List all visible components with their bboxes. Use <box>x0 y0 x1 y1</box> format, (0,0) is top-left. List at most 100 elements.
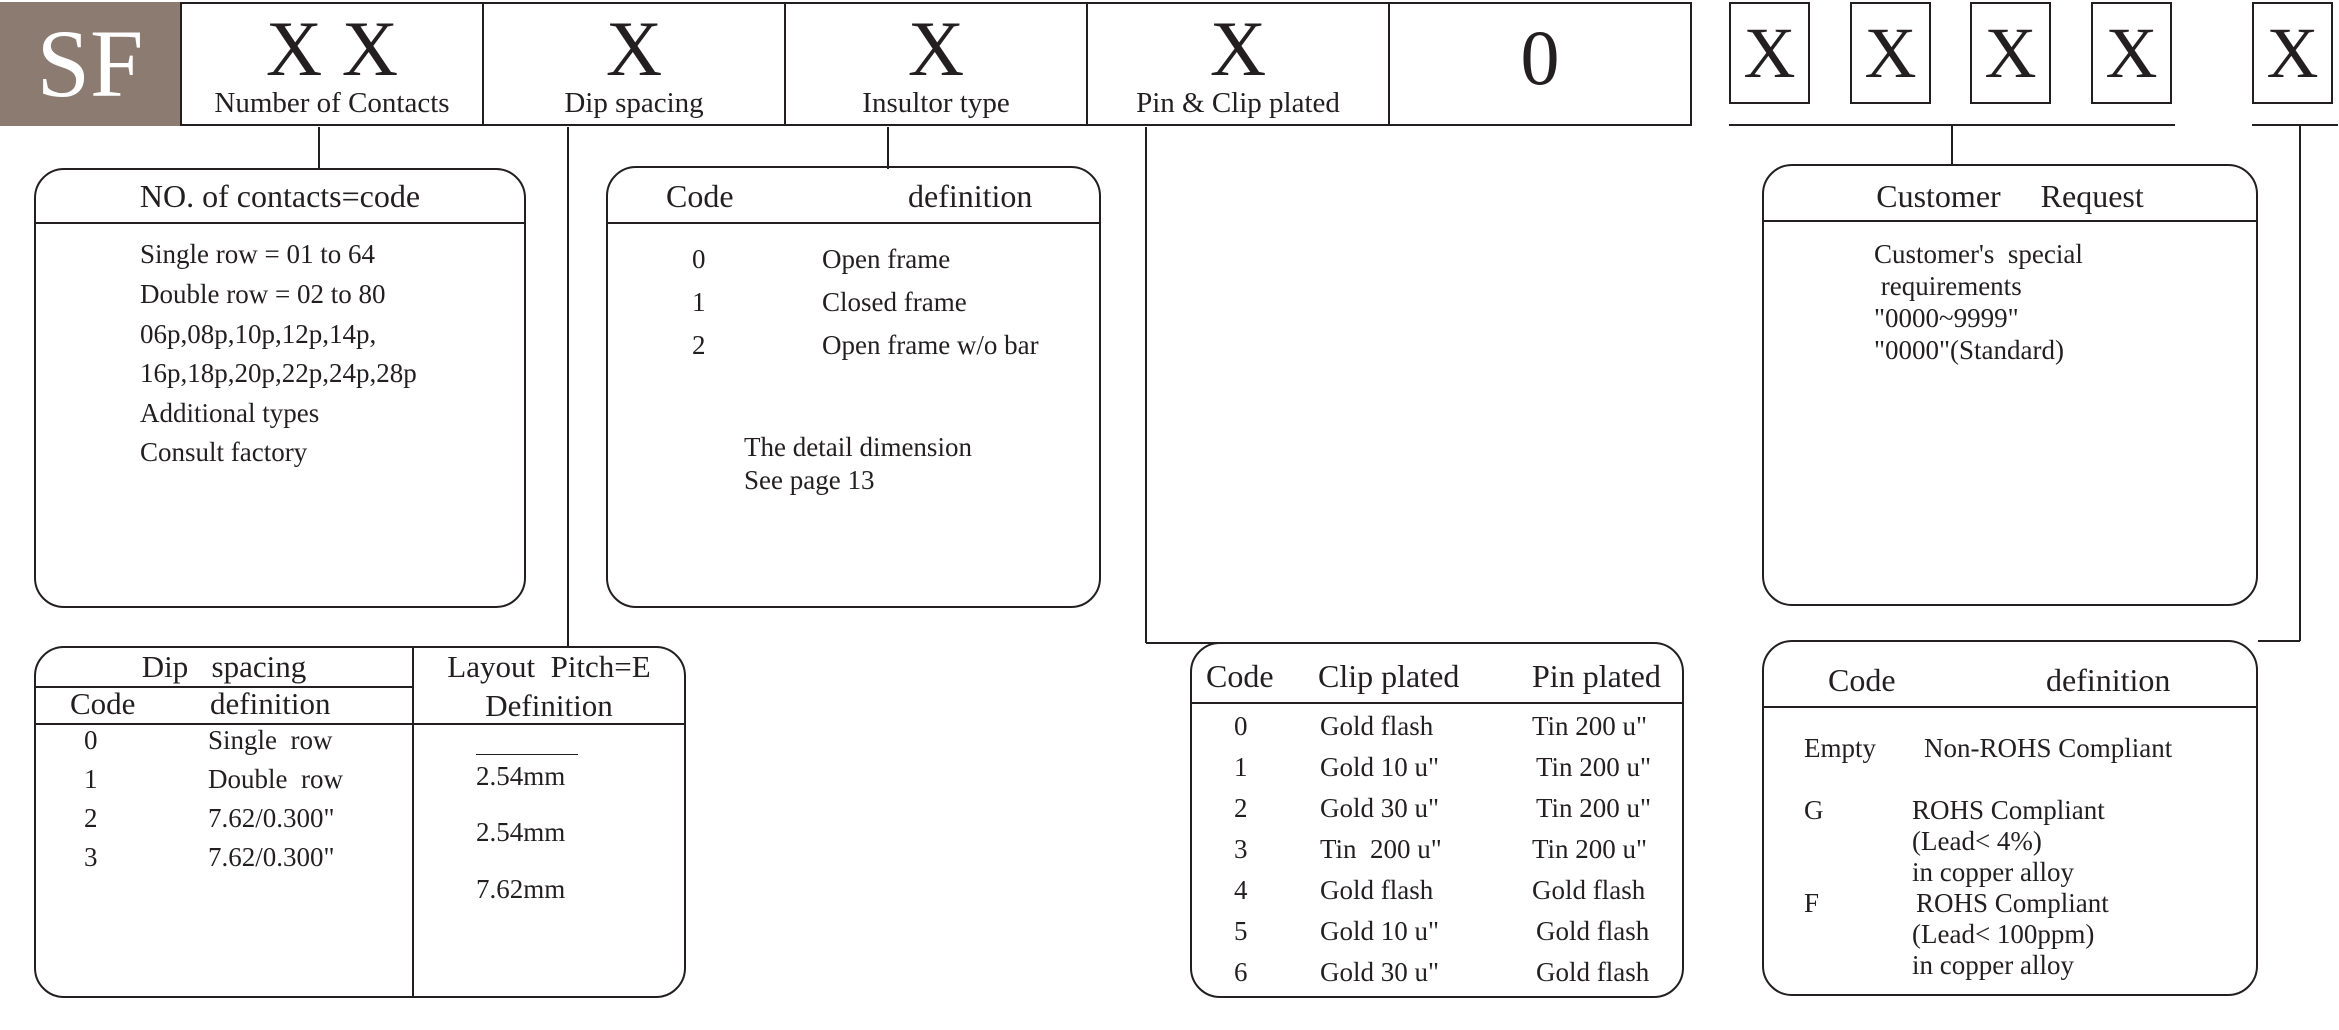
customer-box-header: Customer Request <box>1764 166 2256 222</box>
plating-box: Code Clip plated Pin plated 0 Gold flash… <box>1190 642 1684 998</box>
pitch-overline <box>476 754 578 755</box>
field-code: X X <box>265 5 399 92</box>
contacts-line-5: Additional types <box>140 398 320 428</box>
field-code: X <box>605 5 663 92</box>
customer-code-box-1: X <box>1729 2 1810 104</box>
insulator-def-2: Open frame w/o bar <box>822 330 1039 360</box>
customer-line-1: Customer's special <box>1874 239 2083 269</box>
rohs-code-box: X <box>2252 2 2333 104</box>
contacts-line-6: Consult factory <box>140 437 308 467</box>
plating-header-code: Code <box>1206 658 1274 694</box>
contacts-line-1: Single row = 01 to 64 <box>140 239 375 269</box>
customer-line-3: "0000~9999" <box>1874 303 2019 333</box>
plating-pin-4: Gold flash <box>1532 875 1646 905</box>
plating-code-2: 2 <box>1234 793 1248 823</box>
field-label: Pin & Clip plated <box>1136 87 1340 120</box>
plating-code-0: 0 <box>1234 711 1248 741</box>
customer-line-4: "0000"(Standard) <box>1874 335 2065 365</box>
rohs-g-line-1: ROHS Compliant <box>1912 795 2105 825</box>
dip-code-1: 1 <box>84 764 98 794</box>
customer-code-box-4: X <box>2091 2 2172 104</box>
contacts-code-box: NO. of contacts=code Single row = 01 to … <box>34 168 526 608</box>
contacts-line-3: 06p,08p,10p,12p,14p, <box>140 319 377 349</box>
contacts-box-header: NO. of contacts=code <box>36 170 524 224</box>
plating-code-6: 6 <box>1234 957 1248 987</box>
field-label: Dip spacing <box>564 87 704 120</box>
contacts-line-2: Double row = 02 to 80 <box>140 279 386 309</box>
rohs-f-line-1: ROHS Compliant <box>1916 888 2109 918</box>
sf-prefix-logo: SF <box>0 2 180 126</box>
dip-header-definition: definition <box>210 686 331 721</box>
dip-def-3: 7.62/0.300" <box>208 842 335 872</box>
pitch-header: Definition <box>485 688 613 723</box>
insulator-type-box: Code definition 0 Open frame 1 Closed fr… <box>606 166 1101 608</box>
customer-line-2: requirements <box>1874 271 2022 301</box>
dip-def-2: 7.62/0.300" <box>208 803 335 833</box>
field-code: X <box>1209 5 1267 92</box>
plating-clip-5: Gold 10 u" <box>1320 916 1440 946</box>
pitch-value-3: 7.62mm <box>476 874 566 904</box>
plating-clip-3: Tin 200 u" <box>1320 834 1442 864</box>
insulator-code-1: 1 <box>692 287 706 317</box>
customer-code-box-3: X <box>1970 2 2051 104</box>
insulator-def-1: Closed frame <box>822 287 967 317</box>
insulator-header-definition: definition <box>908 178 1033 214</box>
customer-code-box-2: X <box>1850 2 1931 104</box>
plating-code-4: 4 <box>1234 875 1248 905</box>
insulator-box-header: Code definition <box>608 168 1099 224</box>
contacts-line-4: 16p,18p,20p,22p,24p,28p <box>140 358 417 388</box>
dip-code-2: 2 <box>84 803 98 833</box>
plating-pin-6: Gold flash <box>1536 957 1650 987</box>
rohs-g-line-3: in copper alloy <box>1912 857 2074 887</box>
plating-code-1: 1 <box>1234 752 1248 782</box>
insulator-def-0: Open frame <box>822 244 951 274</box>
plating-pin-5: Gold flash <box>1536 916 1650 946</box>
field-code: 0 <box>1520 14 1560 101</box>
rohs-box-header: Code definition <box>1764 642 2256 708</box>
rohs-header-definition: definition <box>2046 662 2171 698</box>
dip-header-code: Code <box>70 686 136 721</box>
dip-def-1: Double row <box>208 764 343 794</box>
field-dip-spacing: X Dip spacing <box>482 2 786 126</box>
insulator-note-2: See page 13 <box>744 465 875 495</box>
field-insulator-type: X Insultor type <box>784 2 1088 126</box>
field-number-of-contacts: X X Number of Contacts <box>180 2 484 126</box>
rohs-g-code: G <box>1804 795 1824 825</box>
plating-code-5: 5 <box>1234 916 1248 946</box>
dip-column-divider <box>412 648 414 996</box>
rohs-g-line-2: (Lead< 4%) <box>1912 826 2042 856</box>
customer-box-title: Customer Request <box>1876 178 2144 214</box>
plating-pin-3: Tin 200 u" <box>1532 834 1648 864</box>
contacts-box-title: NO. of contacts=code <box>139 178 421 214</box>
field-fixed-zero: 0 <box>1388 2 1692 126</box>
plating-pin-2: Tin 200 u" <box>1536 793 1652 823</box>
plating-header-pin: Pin plated <box>1532 658 1661 694</box>
pitch-value-2: 2.54mm <box>476 817 566 847</box>
field-label: Number of Contacts <box>214 87 450 120</box>
field-pin-clip-plated: X Pin & Clip plated <box>1086 2 1390 126</box>
plating-clip-4: Gold flash <box>1320 875 1434 905</box>
dip-def-0: Single row <box>208 725 333 755</box>
rohs-header-code: Code <box>1828 662 1896 698</box>
plating-pin-1: Tin 200 u" <box>1536 752 1652 782</box>
rohs-f-line-2: (Lead< 100ppm) <box>1912 919 2095 949</box>
plating-clip-0: Gold flash <box>1320 711 1434 741</box>
plating-header-clip: Clip plated <box>1318 658 1460 694</box>
plating-clip-6: Gold 30 u" <box>1320 957 1440 987</box>
field-label: Insultor type <box>862 87 1010 120</box>
dip-header-rule <box>36 723 684 725</box>
plating-pin-0: Tin 200 u" <box>1532 711 1648 741</box>
field-code: X <box>907 5 965 92</box>
plating-code-3: 3 <box>1234 834 1248 864</box>
dip-box-title: Dip spacing <box>141 649 307 684</box>
dip-code-0: 0 <box>84 725 98 755</box>
dip-subheader-rule <box>36 686 413 688</box>
rohs-empty-code: Empty <box>1804 733 1876 763</box>
insulator-note-1: The detail dimension <box>744 432 972 462</box>
rohs-f-line-3: in copper alloy <box>1912 950 2074 980</box>
rohs-box: Code definition Empty Non-ROHS Compliant… <box>1762 640 2258 996</box>
insulator-header-code: Code <box>666 178 734 214</box>
pitch-title: Layout Pitch=E <box>447 649 651 684</box>
insulator-code-2: 2 <box>692 330 706 360</box>
